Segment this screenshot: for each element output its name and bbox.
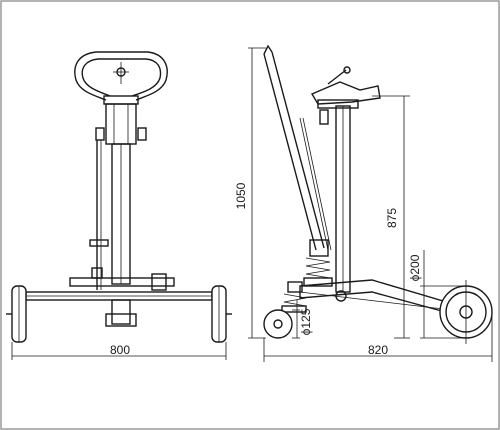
front-handle-inner bbox=[81, 58, 162, 97]
side-front-wheel-hub bbox=[273, 319, 283, 329]
dim-125-label: ϕ125 bbox=[299, 308, 313, 335]
side-lever-b bbox=[271, 51, 325, 249]
side-pivot bbox=[335, 290, 347, 302]
side-head bbox=[310, 81, 381, 105]
side-spring-base bbox=[303, 277, 333, 287]
front-rod-clamp bbox=[89, 239, 109, 247]
side-head-block bbox=[317, 99, 359, 109]
side-caster-spring bbox=[283, 293, 307, 307]
front-crossbar-block bbox=[151, 273, 167, 291]
dim-1050-label: 1050 bbox=[234, 182, 248, 209]
dimension-overall-height: 1050 bbox=[234, 47, 266, 339]
side-link-rod bbox=[299, 117, 329, 251]
dim-820-label: 820 bbox=[368, 343, 388, 357]
side-view bbox=[263, 44, 493, 344]
front-view bbox=[6, 51, 232, 343]
side-head-knob bbox=[343, 66, 351, 74]
front-clamp-block bbox=[105, 103, 137, 145]
dimension-handle-height: 875 bbox=[372, 95, 410, 339]
side-lever-a bbox=[263, 53, 317, 251]
side-spring bbox=[305, 257, 331, 279]
front-center-caster bbox=[105, 313, 137, 327]
side-upper-clamp bbox=[319, 109, 329, 125]
dimension-front-wheel: ϕ125 bbox=[292, 300, 313, 339]
side-lever-tip bbox=[263, 44, 273, 55]
dimension-front-width: 800 bbox=[11, 342, 227, 360]
dimension-rear-wheel: ϕ200 bbox=[408, 250, 466, 339]
front-handle bbox=[74, 51, 168, 101]
side-chassis-centerline bbox=[299, 291, 461, 312]
front-clamp-side-left bbox=[95, 127, 105, 141]
front-clamp-top bbox=[103, 95, 139, 105]
front-clamp-side-right bbox=[137, 127, 147, 141]
side-link-rod-b bbox=[302, 117, 332, 251]
dim-200-label: ϕ200 bbox=[408, 254, 422, 281]
side-caster-fork bbox=[281, 305, 307, 313]
side-caster-mount bbox=[287, 281, 303, 293]
side-cylinder bbox=[309, 239, 329, 257]
side-head-lever bbox=[327, 69, 347, 85]
dim-800-label: 800 bbox=[110, 343, 130, 357]
dim-875-label: 875 bbox=[385, 208, 399, 228]
front-upper-crossbar bbox=[69, 277, 175, 287]
dimension-side-length: 820 bbox=[263, 312, 493, 362]
front-center-post bbox=[111, 299, 131, 325]
side-front-wheel bbox=[263, 309, 293, 339]
